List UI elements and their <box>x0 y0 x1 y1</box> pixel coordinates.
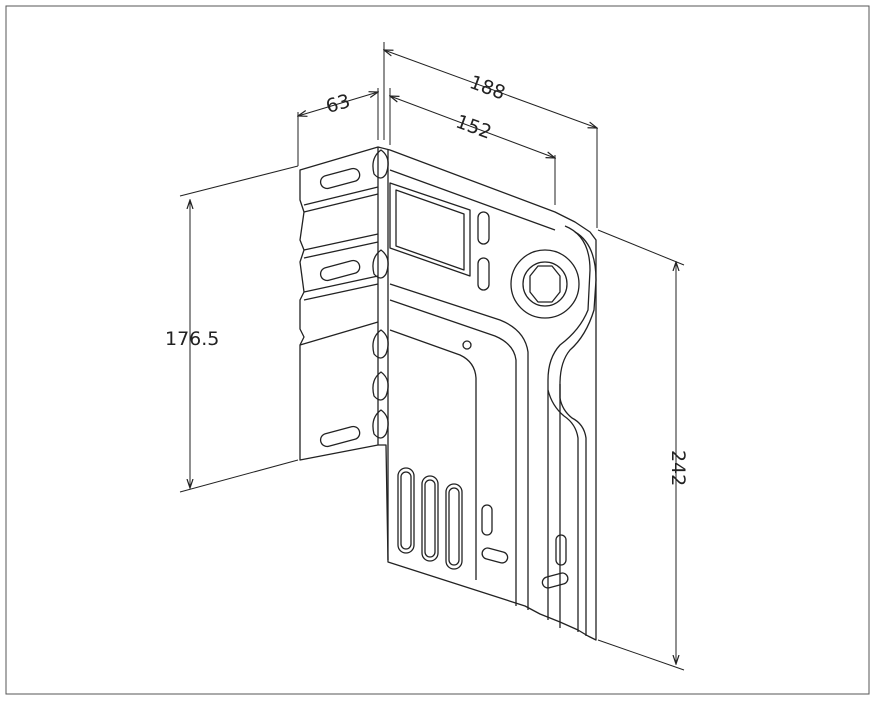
dim-176-5: 176.5 <box>165 328 219 350</box>
left-flange <box>299 146 379 461</box>
bracket-outline <box>299 146 597 641</box>
dimension-lines <box>179 42 685 671</box>
dim-188: 188 <box>467 71 509 104</box>
dim-63: 63 <box>323 90 352 118</box>
dim-152: 152 <box>453 111 495 144</box>
dim-242: 242 <box>667 450 689 486</box>
main-plate <box>377 146 597 641</box>
top-window <box>389 182 471 277</box>
page-border <box>5 5 870 695</box>
